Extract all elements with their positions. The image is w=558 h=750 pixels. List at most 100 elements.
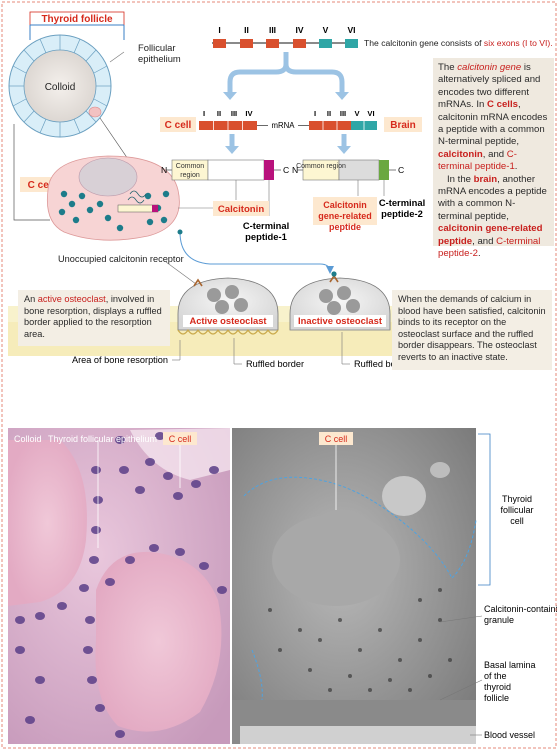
cgrp-label-box [313,197,377,225]
lm-colloid-label: Colloid [14,434,42,444]
inactive-osteoclast-label: Inactive osteoclast [298,315,382,326]
common-region-text-line: region [180,172,200,179]
em-vacuole [382,476,426,516]
colloid-label: Colloid [45,82,76,93]
em-basal-lamina-text-line: of the [484,671,507,681]
calcitonin-path-arrow [179,231,334,274]
cgrp-text-line: peptide [329,222,361,232]
common-region-label: Common region [296,163,346,170]
electron-micrograph: C cell [232,428,491,744]
em-thyroid-follicular-cell-text-line: cell [510,516,524,526]
info-highlight: calcitonin gene [457,62,522,73]
inactive-osteoclast-label-box [294,315,386,327]
mrna-exon-numeral: IV [245,109,253,118]
active-desc-text: An [24,294,38,304]
em-basal-lamina-text-line: Basal lamina [484,660,536,670]
exon-6 [345,39,358,48]
calcitonin-segment [207,159,265,181]
mrna-exon-numeral: V [354,109,360,118]
info-paragraph-1: The calcitonin gene is alternatively spl… [438,62,549,174]
exon-numeral: VI [347,25,355,35]
em-cell-boundary [243,476,477,579]
colloid [23,49,97,123]
exon-3 [266,39,279,48]
inactive-desc-text: When the demands of calcium in blood hav… [398,294,546,362]
c-terminal-peptide-1-text-line: peptide-1 [245,231,287,242]
mrna-exon-numeral: II [327,109,331,118]
c-terminal-peptide-2-segment [379,160,389,180]
thyroid-follicle-label: Thyroid follicle [41,14,113,25]
em-thyroid-follicular-cell-text-line: Thyroid [502,494,532,504]
info-box: The calcitonin gene is alternatively spl… [433,58,554,259]
gene-caption: The calcitonin gene consists of six exon… [364,38,553,48]
lm-epithelium-label: Thyroid follicular epithelium [48,434,157,444]
active-desc-text: , involved in bone resorption, displays … [24,294,162,339]
mrna-exon-numeral: III [231,109,237,118]
follicular-epithelium-text-line: epithelium [138,53,181,64]
em-granule-text-line: Calcitonin-containing [484,604,558,614]
cgrp-text-line: Calcitonin [323,200,367,210]
mrna-exon-numeral: I [314,109,316,118]
em-nucleus [272,514,400,606]
info-text: The [438,62,458,73]
brain-mrna-red [309,121,351,130]
em-blood-vessel [240,726,476,744]
c-cell-in-follicle [88,106,102,118]
info-highlight: calcitonin gene-related peptide [438,223,543,247]
active-osteoclast-description: An active osteoclast, involved in bone r… [18,290,170,346]
info-text: , and [482,148,507,160]
c-terminal-label: C [398,165,404,175]
info-text: , another mRNA encodes a peptide with a … [438,173,547,222]
info-text: is alternatively spliced and encodes two… [438,62,541,111]
gene-caption-highlight: six exons (I to VI). [484,38,553,48]
active-desc-highlight: active osteoclast [37,294,106,304]
em-granule-label: Calcitonin-containinggranule [484,604,558,625]
mrna-exon-numeral: III [340,109,346,118]
c-cell-label: C cell [28,180,55,191]
exon-numeral: II [244,25,249,35]
mrna-exon-numeral: I [203,109,205,118]
area-of-bone-resorption-label: Area of bone resorption [72,355,168,365]
lm-c-cell-label-box [163,432,197,445]
mrna-c-cell-label: C cell [165,120,192,131]
info-highlight: C-terminal peptide-2 [438,235,541,260]
info-highlight: calcitonin [438,148,483,160]
calcitonin-label: Calcitonin [218,204,265,215]
mrna-brain-label-box [384,117,422,132]
lm-c-cell-label: C cell [169,434,192,444]
inactive-osteoclast-description: When the demands of calcium in blood hav… [392,290,552,370]
exon-2 [240,39,253,48]
splice-arrows [223,52,349,100]
c-terminal-peptide-2-text-line: peptide-2 [381,208,423,219]
cgrp-precursor: N Common region C [292,159,404,196]
mrna-exon-numeral: II [217,109,221,118]
follicular-epithelium-text-line: Follicular [138,42,176,53]
lm-colloid-region [8,440,87,606]
c-cell-diagram [46,155,180,241]
mrna-c-cell-label-box [160,117,196,132]
unoccupied-receptor-label: Unoccupied calcitonin receptor [58,254,184,264]
active-osteoclast-label-box [183,315,273,327]
em-granule-text: Calcitonin-containinggranule [484,604,558,625]
em-granule-text-line: granule [484,615,514,625]
exon-4 [293,39,306,48]
info-highlight: C-terminal peptide-1 [438,148,517,173]
c-terminal-peptide-2-text-line: C-terminal [379,197,425,208]
c-terminal-label: C [283,165,289,175]
mrna-brain-label: Brain [390,120,416,131]
